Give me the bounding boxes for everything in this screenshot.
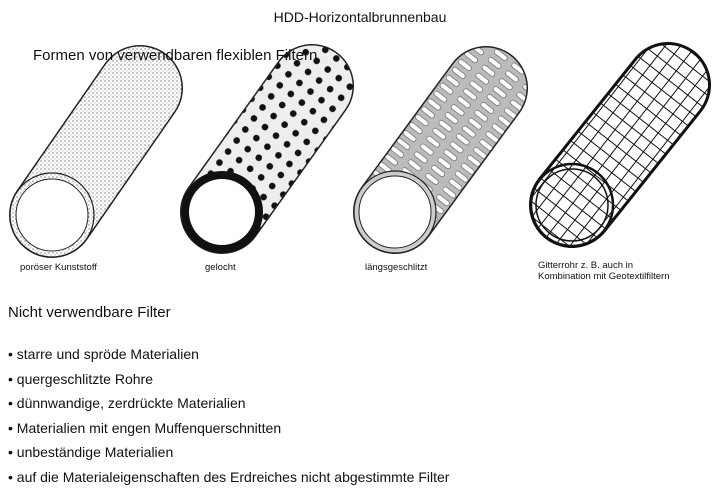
unusable-list: • starre und spröde Materialien • querge… <box>8 345 449 492</box>
caption-grid: Gitterrohr z. B. auch in Kombination mit… <box>538 260 669 282</box>
section-heading-unusable: Nicht verwendbare Filter <box>8 304 171 321</box>
list-item: • unbeständige Materialien <box>8 444 174 460</box>
page-title: HDD-Horizontalbrunnenbau <box>273 9 447 25</box>
list-item: • Materialien mit engen Muffenquerschnit… <box>8 419 282 436</box>
list-item: • quergeschlitzte Rohre <box>8 370 153 387</box>
caption-perforated: gelocht <box>205 262 236 273</box>
caption-slotted: längsgeschlitzt <box>365 262 428 273</box>
caption-grid-line1: Gitterrohr z. B. auch in <box>538 260 634 271</box>
perforated-pipe <box>180 44 354 254</box>
caption-porous: poröser Kunststoff <box>20 262 97 273</box>
porous-plastic-pipe <box>9 45 183 258</box>
list-item: • auf die Materialeigenschaften des Erdr… <box>8 468 450 485</box>
section-heading-usable: Formen von verwendbaren flexiblen Filter… <box>33 47 318 64</box>
grid-pipe <box>529 42 711 248</box>
caption-grid-line2: Kombination mit Geotextilfiltern <box>538 271 670 282</box>
slotted-pipe <box>353 46 528 254</box>
filter-illustrations <box>9 42 711 258</box>
list-item: • starre und spröde Materialien <box>8 346 199 362</box>
list-item: • dünnwandige, zerdrückte Materialien <box>8 395 246 411</box>
